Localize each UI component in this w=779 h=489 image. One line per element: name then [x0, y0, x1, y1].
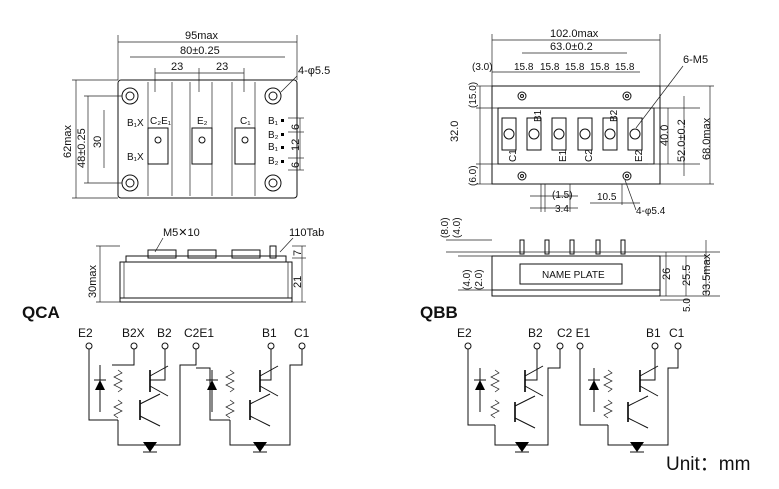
qbb-p4: 15.8: [590, 62, 610, 73]
qca-dim-21: 21: [292, 276, 304, 288]
qbb-term-b2: B2: [609, 109, 620, 122]
qbb-dim-1-5: (1.5): [552, 190, 573, 201]
qca-pin-b1: B1: [262, 326, 277, 340]
qbb-p5: 15.8: [615, 62, 635, 73]
qbb-side-d8: (8.0): [440, 217, 451, 238]
qca-screw-label: M5✕10: [163, 227, 200, 239]
qbb-term-b1: B1: [533, 109, 544, 122]
qbb-side-d255: 25.5: [681, 265, 693, 286]
qca-dim-6a: 6: [290, 124, 302, 130]
qbb-pin-b1: B1: [646, 326, 661, 340]
qbb-circuit: E2 B2 C2 E1 B1 C1: [457, 326, 685, 453]
qca-term-b1: B₁: [268, 116, 279, 127]
qca-pin-b2x: B2X: [122, 326, 145, 340]
qca-tab-label: 110Tab: [289, 227, 324, 239]
qbb-left-offset: (3.0): [472, 62, 493, 73]
qbb-side-view: (8.0) (4.0) NAME PLATE (4.0) (2.0) 26 25…: [440, 217, 720, 312]
qca-term-c2e1: C₂E₁: [150, 116, 172, 127]
qbb-term-e1: E1: [558, 149, 569, 162]
qbb-side-d335: 33.5max: [701, 253, 713, 296]
qbb-term-c2: C2: [584, 149, 595, 162]
qca-term-b3: B₁: [268, 142, 279, 153]
qca-pin-c1: C1: [294, 326, 310, 340]
qca-term-b1x2: B₁X: [127, 152, 144, 163]
qca-term-b1x: B₁X: [127, 118, 144, 129]
qbb-pin-b2: B2: [528, 326, 543, 340]
qbb-side-d4b: (4.0): [462, 269, 473, 290]
qbb-model-name: QBB: [420, 303, 458, 322]
qbb-pitch: 63.0±0.2: [550, 41, 593, 53]
qca-pin-b2: B2: [157, 326, 172, 340]
qbb-pin-e2: E2: [457, 326, 472, 340]
qbb-pin-c2e1: C2 E1: [557, 326, 591, 340]
qca-term-b4: B₂: [268, 156, 279, 167]
qca-dim-12: 12: [290, 139, 302, 151]
qbb-term-e2: E2: [634, 149, 645, 162]
qca-height-max: 62max: [62, 124, 74, 158]
qca-side-height: 30max: [87, 264, 99, 298]
qbb-holes-label: 4-φ5.4: [636, 206, 666, 217]
qca-width-max: 95max: [185, 30, 219, 42]
qbb-dim-52: 52.0±0.2: [676, 119, 688, 162]
qbb-side-d26: 26: [661, 268, 673, 280]
qca-hole-pitch: 80±0.25: [180, 45, 220, 57]
qca-top-view: 95max 80±0.25 23 23 4-φ5.5 B₁X B₁X C₂E₁: [62, 30, 330, 199]
qbb-top-view: 102.0max 63.0±0.2 (3.0) 15.8 15.8 15.8 1…: [449, 28, 714, 217]
qbb-p3: 15.8: [565, 62, 585, 73]
qbb-dim-40: 40.0: [659, 125, 671, 146]
qbb-screws-label: 6-M5: [683, 54, 708, 66]
qbb-pin-c1: C1: [669, 326, 685, 340]
qca-circuit: E2 B2X B2 C2E1 B1 C1: [78, 326, 310, 453]
qca-term-c1: C₁: [240, 116, 251, 127]
qca-dim-7: 7: [292, 250, 304, 256]
qca-term-b2: B₂: [268, 130, 279, 141]
qca-inner: 30: [92, 136, 104, 148]
qca-model-name: QCA: [22, 303, 60, 322]
qca-dim-6b: 6: [290, 162, 302, 168]
qbb-p2: 15.8: [540, 62, 560, 73]
qbb-dim-10-5: 10.5: [597, 192, 617, 203]
qbb-dim-3-4: 3.4: [555, 204, 569, 215]
qca-height-tol: 48±0.25: [76, 128, 88, 168]
qca-side-view: M5✕10 110Tab 30max 7 21: [87, 227, 324, 303]
qbb-side-d5: 5.0: [682, 298, 693, 312]
qca-term-e2: E₂: [197, 116, 208, 127]
qbb-side-d4: (4.0): [452, 217, 463, 238]
qbb-name-plate: NAME PLATE: [542, 270, 605, 281]
qbb-dim-68: 68.0max: [701, 117, 713, 160]
qca-pin-c2e1: C2E1: [184, 326, 214, 340]
qca-pitch-a: 23: [171, 61, 183, 73]
qca-holes-label: 4-φ5.5: [298, 65, 330, 77]
qbb-width-max: 102.0max: [550, 28, 599, 40]
unit-label: Unit：mm: [666, 454, 750, 475]
qbb-dim-15: (15.0): [468, 82, 479, 108]
qbb-term-c1: C1: [508, 149, 519, 162]
qbb-side-d2: (2.0): [474, 269, 485, 290]
qbb-dim-6: (6.0): [468, 165, 479, 186]
qbb-dim-32: 32.0: [449, 121, 461, 142]
qca-pin-e2: E2: [78, 326, 93, 340]
qbb-p1: 15.8: [514, 62, 534, 73]
qca-pitch-b: 23: [216, 61, 228, 73]
